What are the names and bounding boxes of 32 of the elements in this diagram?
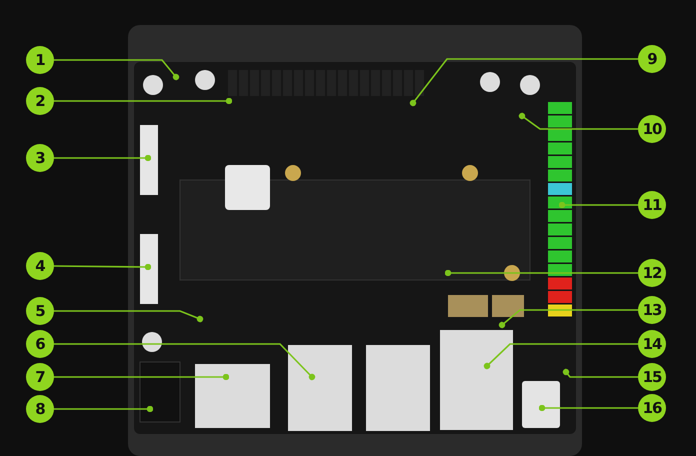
leader-line	[538, 404, 638, 412]
leader-line	[484, 343, 638, 370]
callout-number: 8	[26, 395, 54, 423]
leader-line	[444, 270, 638, 276]
leader-line	[562, 368, 638, 378]
leader-line	[54, 59, 180, 80]
callout-number: 1	[26, 46, 54, 74]
leader-line	[54, 406, 154, 412]
callout-number: 6	[26, 330, 54, 358]
callout-number: 9	[638, 45, 666, 73]
callout-number: 13	[638, 296, 666, 324]
callout-number: 15	[638, 363, 666, 391]
callout-number: 5	[26, 297, 54, 325]
callout-number: 10	[638, 115, 666, 143]
callout-number: 7	[26, 363, 54, 391]
callout-number: 11	[638, 191, 666, 219]
leader-line	[410, 58, 638, 106]
leader-line	[54, 154, 152, 162]
callout-number: 14	[638, 330, 666, 358]
leader-line	[518, 112, 638, 130]
callout-number: 2	[26, 87, 54, 115]
leader-line	[54, 343, 316, 380]
callout-number: 16	[638, 394, 666, 422]
leader-line	[54, 98, 232, 104]
leader-line	[54, 264, 152, 270]
callout-number: 4	[26, 252, 54, 280]
leader-line	[498, 309, 638, 328]
leader-line	[558, 202, 638, 208]
callout-number: 12	[638, 259, 666, 287]
leader-line	[54, 374, 230, 380]
leader-line	[54, 310, 204, 322]
callout-number: 3	[26, 144, 54, 172]
